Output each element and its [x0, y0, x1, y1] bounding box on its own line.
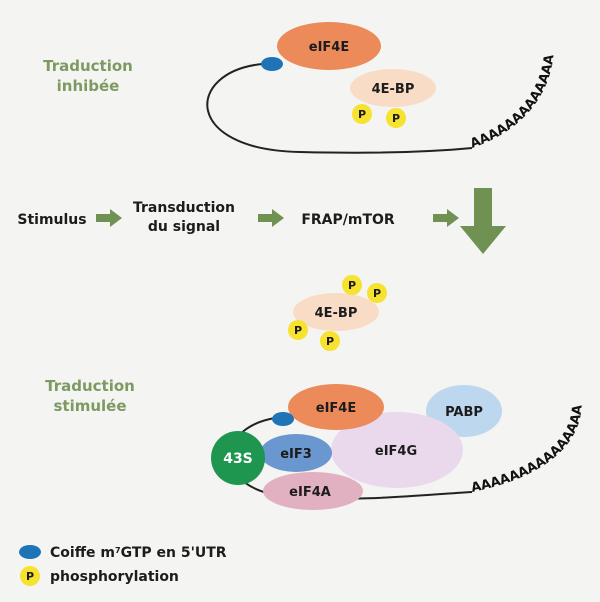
legend-cap-text: Coiffe m7GTP en 5'UTR [50, 545, 227, 561]
eif4e-label-bottom: eIF4E [316, 401, 356, 416]
pathway-arrow-1 [96, 209, 122, 227]
eif4e-protein-top [277, 22, 381, 70]
stimulated-title-line1: Traduction [45, 377, 135, 395]
4ebp-label-released: 4E-BP [315, 306, 358, 321]
4ebp-label-top: 4E-BP [372, 82, 415, 97]
phospho-circle-2 [386, 108, 406, 128]
down-arrow [460, 188, 506, 254]
legend-phospho-text: phosphorylation [50, 569, 179, 585]
eif3-label: eIF3 [280, 447, 312, 462]
legend-phospho-icon [20, 566, 40, 586]
eif4a-protein [263, 472, 363, 510]
inhibited-title-line2: inhibée [57, 77, 120, 95]
transduction-label-line1: Transduction [133, 200, 235, 216]
legend-cap-icon [19, 545, 41, 559]
43s-label: 43S [223, 451, 253, 467]
stimulated-title-line2: stimulée [53, 397, 126, 415]
phospho-label-6: P [326, 335, 334, 348]
eif4a-label: eIF4A [289, 485, 331, 500]
eif4e-protein-bottom [288, 384, 384, 430]
phospho-circle-5 [288, 320, 308, 340]
4ebp-protein-released [293, 293, 379, 331]
phospho-circle-6 [320, 331, 340, 351]
phospho-label-2: P [392, 112, 400, 125]
eif4e-label-top: eIF4E [309, 40, 349, 55]
mrna-strand-top [206, 63, 473, 154]
legend-phospho-p: P [26, 570, 34, 583]
phospho-label-3: P [348, 279, 356, 292]
stimulus-label: Stimulus [17, 212, 86, 228]
inhibited-title-line1: Traduction [43, 57, 133, 75]
pabp-label: PABP [445, 405, 483, 420]
transduction-label-line2: du signal [148, 219, 220, 235]
phospho-label-5: P [294, 324, 302, 337]
phospho-circle-3 [342, 275, 362, 295]
frap-mtor-label: FRAP/mTOR [301, 212, 395, 228]
eif4g-label: eIF4G [375, 444, 417, 459]
phospho-circle-1 [352, 104, 372, 124]
pathway-arrow-3 [433, 209, 459, 227]
43s-ribosome [211, 431, 265, 485]
phospho-label-4: P [373, 287, 381, 300]
eif4g-protein [331, 412, 463, 488]
pathway-arrow-2 [258, 209, 284, 227]
polya-tail-top: AAAAAAAAAAAAA [468, 54, 557, 152]
eif3-protein [260, 434, 332, 472]
phospho-circle-4 [367, 283, 387, 303]
cap-m7gtp-bottom [272, 412, 294, 426]
phospho-label-1: P [358, 108, 366, 121]
4ebp-protein-top [350, 69, 436, 107]
cap-m7gtp-top [261, 57, 283, 71]
